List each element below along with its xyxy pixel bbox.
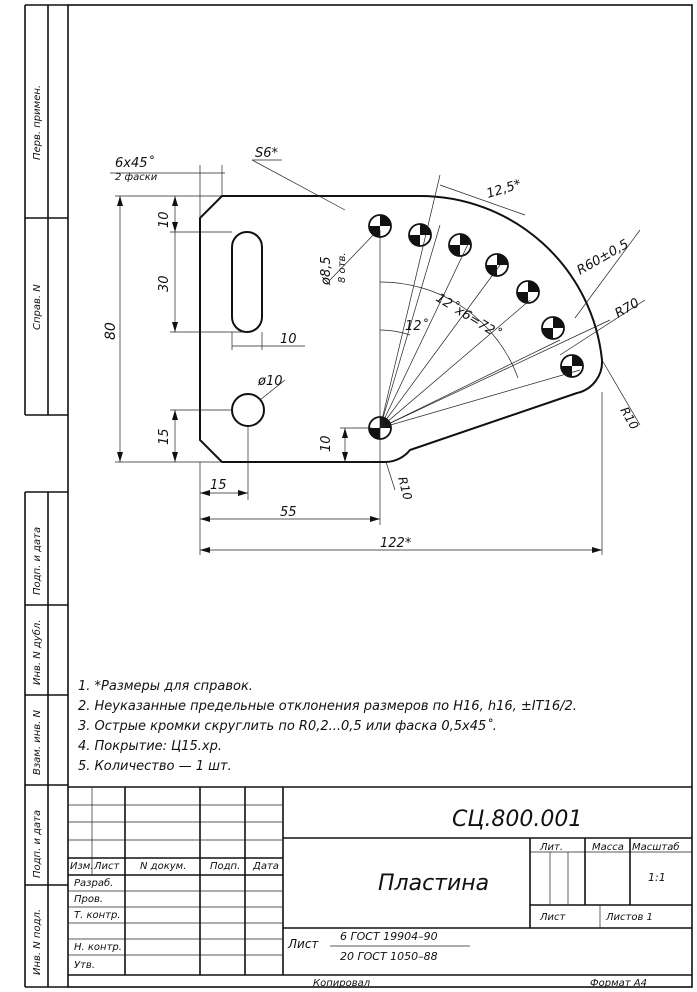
dimension-lines <box>110 159 603 555</box>
dimension-arrows <box>117 196 602 553</box>
material-line-2: 20 ГОСТ 1050–88 <box>340 950 438 963</box>
title-block: Изм. Лист N докум. Подп. Дата Разраб. Пр… <box>68 786 692 989</box>
dim-holes-dia: ø8,5 <box>319 256 334 286</box>
side-label-inv-podl: Инв. N подл. <box>32 909 43 975</box>
side-label-perv-primen: Перв. примен. <box>32 85 43 160</box>
dim-hole-x: 15 <box>210 478 227 493</box>
dim-radius-70: R70 <box>613 296 643 322</box>
col-podp: Подп. <box>210 861 240 872</box>
col-masshtab: Масштаб <box>632 841 680 853</box>
row-razrab: Разраб. <box>74 877 113 889</box>
dim-chamfer: 6x45˚ <box>115 155 155 171</box>
material-line-1: 6 ГОСТ 19904–90 <box>340 930 438 943</box>
dim-radius-10-bottom: R10 <box>395 475 415 502</box>
hole-quadrant-fill <box>369 215 391 237</box>
dim-slot-top: 10 <box>157 211 172 228</box>
dim-total-width: 122* <box>380 536 412 551</box>
hole-pattern <box>368 214 584 440</box>
col-data: Дата <box>252 861 279 872</box>
note-4: 4. Покрытие: Ц15.хр. <box>78 739 222 754</box>
designation: СЦ.800.001 <box>452 807 582 832</box>
row-t-kontr: Т. контр. <box>74 910 121 921</box>
hole-quadrant-fill <box>409 224 431 246</box>
col-massa: Масса <box>592 842 624 853</box>
dim-holes-count: 8 отв. <box>337 252 348 283</box>
dim-radius-60: R60±0,5 <box>575 237 632 279</box>
slot <box>231 231 263 333</box>
part-name: Пластина <box>378 871 489 896</box>
hole-quadrant-fill <box>486 254 508 276</box>
sheets-count: Листов 1 <box>605 912 653 923</box>
dim-radius-10-right: R10 <box>617 405 641 433</box>
side-label-podp-data-2: Подп. и дата <box>32 810 43 878</box>
hole-quadrant-fill <box>561 355 583 377</box>
dim-angle-total: 12˚x6=72˚ <box>433 290 504 342</box>
plate-outline <box>199 195 604 463</box>
hole-d10 <box>231 393 265 427</box>
hole-quadrant-fill <box>449 234 471 256</box>
note-5: 5. Количество — 1 шт. <box>78 759 232 774</box>
construction-lines <box>379 174 646 460</box>
dim-pitch: 12,5* <box>485 177 524 202</box>
scale-value: 1:1 <box>648 871 666 884</box>
dim-slot-width: 10 <box>280 332 297 347</box>
col-lit: Лит. <box>539 842 563 853</box>
note-3: 3. Острые кромки скруглить по R0,2...0,5… <box>78 718 497 734</box>
row-utv: Утв. <box>74 960 95 971</box>
material-label: Лист <box>287 937 319 951</box>
technical-notes: 1. *Размеры для справок. 2. Неуказанные … <box>78 679 577 774</box>
dim-slot-len: 30 <box>157 275 172 292</box>
format: Формат А4 <box>590 978 647 989</box>
note-1: 1. *Размеры для справок. <box>78 679 253 694</box>
side-label-podp-data-1: Подп. и дата <box>32 527 43 595</box>
side-label-sprav-n: Справ. N <box>32 284 43 330</box>
note-2: 2. Неуказанные предельные отклонения раз… <box>78 699 577 714</box>
dim-offset-10: 10 <box>319 435 334 452</box>
left-margin-stamp: Перв. примен. Справ. N Подп. и дата Инв.… <box>24 4 68 988</box>
hole-quadrant-fill <box>517 281 539 303</box>
dim-bottom-offset: 15 <box>157 428 172 445</box>
dim-hole-dia: ø10 <box>257 374 283 389</box>
sheet-label: Лист <box>539 912 567 923</box>
dimension-texts: 6x45˚ 2 фаски S6* 10 30 80 10 15 ø10 15 … <box>103 146 642 551</box>
row-n-kontr: Н. контр. <box>74 942 122 953</box>
drawing-frame <box>67 4 693 988</box>
dim-angle-12: 12˚ <box>405 318 429 334</box>
dim-chamfer-note: 2 фаски <box>115 172 158 183</box>
col-izm: Изм. <box>70 861 94 872</box>
dim-width-55: 55 <box>280 505 297 520</box>
row-prov: Пров. <box>74 894 103 905</box>
hole-quadrant-fill <box>542 317 564 339</box>
dim-thickness: S6* <box>255 146 279 161</box>
col-ndokum: N докум. <box>140 861 186 872</box>
col-list: Лист <box>93 861 121 872</box>
side-label-vzam-inv: Взам. инв. N <box>32 710 43 775</box>
dim-height: 80 <box>103 322 119 340</box>
side-label-inv-dubl: Инв. N дубл. <box>31 620 43 686</box>
kopiroval: Копировал <box>313 978 371 989</box>
